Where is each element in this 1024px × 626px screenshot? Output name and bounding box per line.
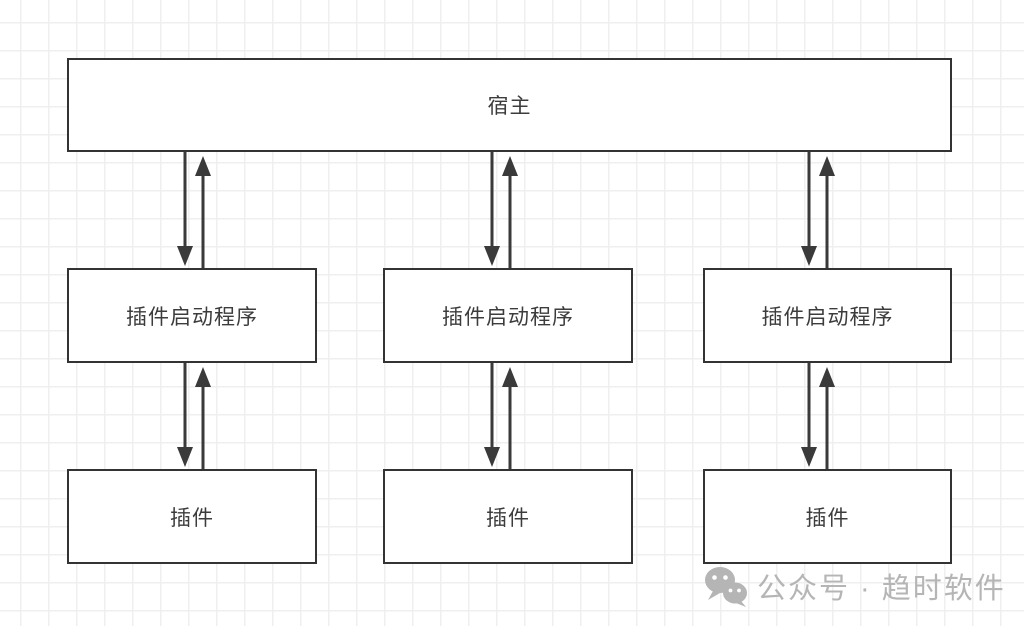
host-box: 宿主: [67, 58, 952, 152]
bidirectional-arrow-launcher-plugin-2: [484, 363, 518, 469]
bidirectional-arrow-host-launcher-1: [177, 152, 211, 268]
plugin-box-2: 插件: [383, 469, 633, 564]
wechat-icon: [705, 567, 747, 607]
plugin-label: 插件: [805, 506, 850, 530]
bidirectional-arrow-launcher-plugin-3: [801, 363, 835, 469]
bidirectional-arrow-host-launcher-3: [801, 152, 835, 268]
plugin-box-1: 插件: [67, 469, 317, 564]
launcher-box-3: 插件启动程序: [703, 268, 952, 363]
launcher-label: 插件启动程序: [761, 305, 894, 329]
plugin-box-3: 插件: [703, 469, 952, 564]
launcher-box-1: 插件启动程序: [67, 268, 317, 363]
launcher-box-2: 插件启动程序: [383, 268, 633, 363]
watermark-text: 公众号 · 趋时软件: [757, 573, 1006, 605]
bidirectional-arrow-host-launcher-2: [484, 152, 518, 268]
launcher-label: 插件启动程序: [442, 305, 574, 329]
plugin-label: 插件: [486, 506, 530, 530]
launcher-label: 插件启动程序: [126, 305, 258, 329]
plugin-label: 插件: [170, 506, 214, 530]
bidirectional-arrow-launcher-plugin-1: [177, 363, 211, 469]
host-label: 宿主: [487, 95, 532, 118]
watermark: 公众号 · 趋时软件: [704, 565, 1006, 607]
